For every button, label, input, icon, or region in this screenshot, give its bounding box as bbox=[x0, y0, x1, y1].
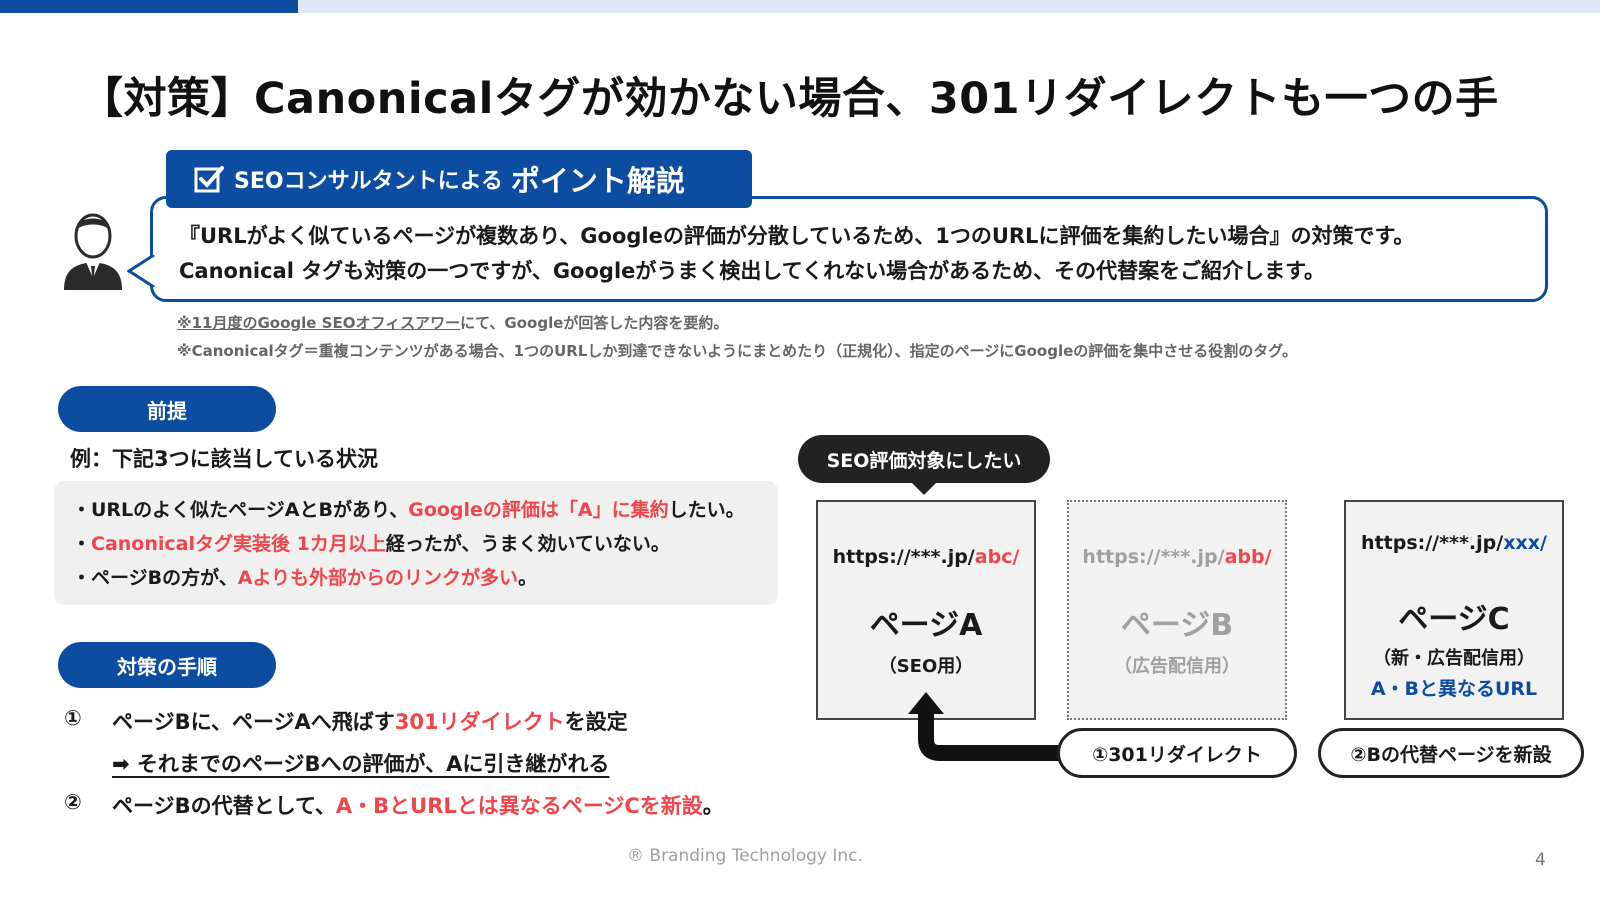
page-a-title: ページA bbox=[869, 608, 983, 643]
list-item: ・ページBの方が、Aよりも外部からのリンクが多い。 bbox=[72, 567, 538, 589]
page-b-url: https://***.jp/abb/ bbox=[1082, 546, 1272, 568]
point-label: SEOコンサルタントによる ポイント解説 bbox=[166, 150, 752, 208]
consultant-avatar-icon bbox=[64, 213, 122, 290]
step-1-result: ➡ それまでのページBへの評価が、Aに引き継がれる bbox=[112, 752, 610, 776]
step-number-1: ① bbox=[64, 706, 82, 730]
steps-heading: 対策の手順 bbox=[58, 642, 276, 688]
page-c-url: https://***.jp/xxx/ bbox=[1361, 532, 1547, 554]
list-item: ・URLのよく似たページAとBがあり、Googleの評価は「A」に集約したい。 bbox=[72, 499, 745, 521]
slide-title: 【対策】Canonicalタグが効かない場合、301リダイレクトも一つの手 bbox=[80, 74, 1499, 124]
page-b-sub: （広告配信用） bbox=[1114, 656, 1240, 677]
seo-target-label: SEO評価対象にしたい bbox=[798, 435, 1050, 483]
point-line-2: Canonical タグも対策の一つですが、Googleがうまく検出してくれない… bbox=[179, 259, 1326, 283]
page-b-box: https://***.jp/abb/ ページB （広告配信用） bbox=[1067, 500, 1287, 720]
point-label-big: ポイント解説 bbox=[510, 164, 685, 198]
step-2: ページBの代替として、A・BとURLとは異なるページCを新設。 bbox=[112, 794, 724, 818]
premise-heading: 前提 bbox=[58, 386, 276, 432]
top-accent-bar bbox=[0, 0, 298, 13]
new-page-label: ②Bの代替ページを新設 bbox=[1318, 728, 1584, 778]
note-office-hours: ※11月度のGoogle SEOオフィスアワーにて、Googleが回答した内容を… bbox=[177, 312, 728, 333]
page-c-sub: （新・広告配信用） bbox=[1373, 648, 1535, 669]
footer-copyright: ® Branding Technology Inc. bbox=[627, 846, 863, 866]
note-office-hours-rest: にて、Googleが回答した内容を要約。 bbox=[460, 314, 729, 332]
speech-bubble-tail bbox=[127, 255, 155, 287]
page-a-box: https://***.jp/abc/ ページA （SEO用） bbox=[816, 500, 1036, 720]
list-item: ・Canonicalタグ実装後 1カ月以上経ったが、うまく効いていない。 bbox=[72, 533, 670, 555]
page-number: 4 bbox=[1535, 850, 1546, 870]
page-c-title: ページC bbox=[1398, 602, 1510, 637]
page-c-extra: A・Bと異なるURL bbox=[1370, 678, 1538, 700]
speech-bubble: 『URLがよく似ているページが複数あり、Googleの評価が分散しているため、1… bbox=[150, 196, 1548, 302]
seo-target-label-tail bbox=[910, 481, 938, 495]
premise-list: ・URLのよく似たページAとBがあり、Googleの評価は「A」に集約したい。 … bbox=[54, 481, 778, 605]
note-canonical-definition: ※Canonicalタグ＝重複コンテンツがある場合、1つのURLしか到達できない… bbox=[177, 342, 1298, 360]
redirect-label: ①301リダイレクト bbox=[1057, 728, 1297, 778]
page-a-sub: （SEO用） bbox=[878, 656, 974, 677]
page-c-box: https://***.jp/xxx/ ページC （新・広告配信用） A・Bと異… bbox=[1344, 500, 1564, 720]
step-1: ページBに、ページAへ飛ばす301リダイレクトを設定 bbox=[112, 710, 628, 734]
top-light-bar bbox=[298, 0, 1600, 13]
point-label-small: SEOコンサルタントによる bbox=[234, 169, 503, 194]
note-office-hours-link[interactable]: ※11月度のGoogle SEOオフィスアワー bbox=[177, 314, 461, 332]
premise-example: 例：下記3つに該当している状況 bbox=[70, 447, 378, 471]
checkbox-icon bbox=[194, 166, 224, 193]
page-b-title: ページB bbox=[1120, 608, 1234, 643]
page-a-url: https://***.jp/abc/ bbox=[832, 546, 1020, 568]
curved-arrow-icon bbox=[908, 692, 1090, 761]
point-line-1: 『URLがよく似ているページが複数あり、Googleの評価が分散しているため、1… bbox=[179, 224, 1415, 248]
step-number-2: ② bbox=[64, 790, 82, 814]
